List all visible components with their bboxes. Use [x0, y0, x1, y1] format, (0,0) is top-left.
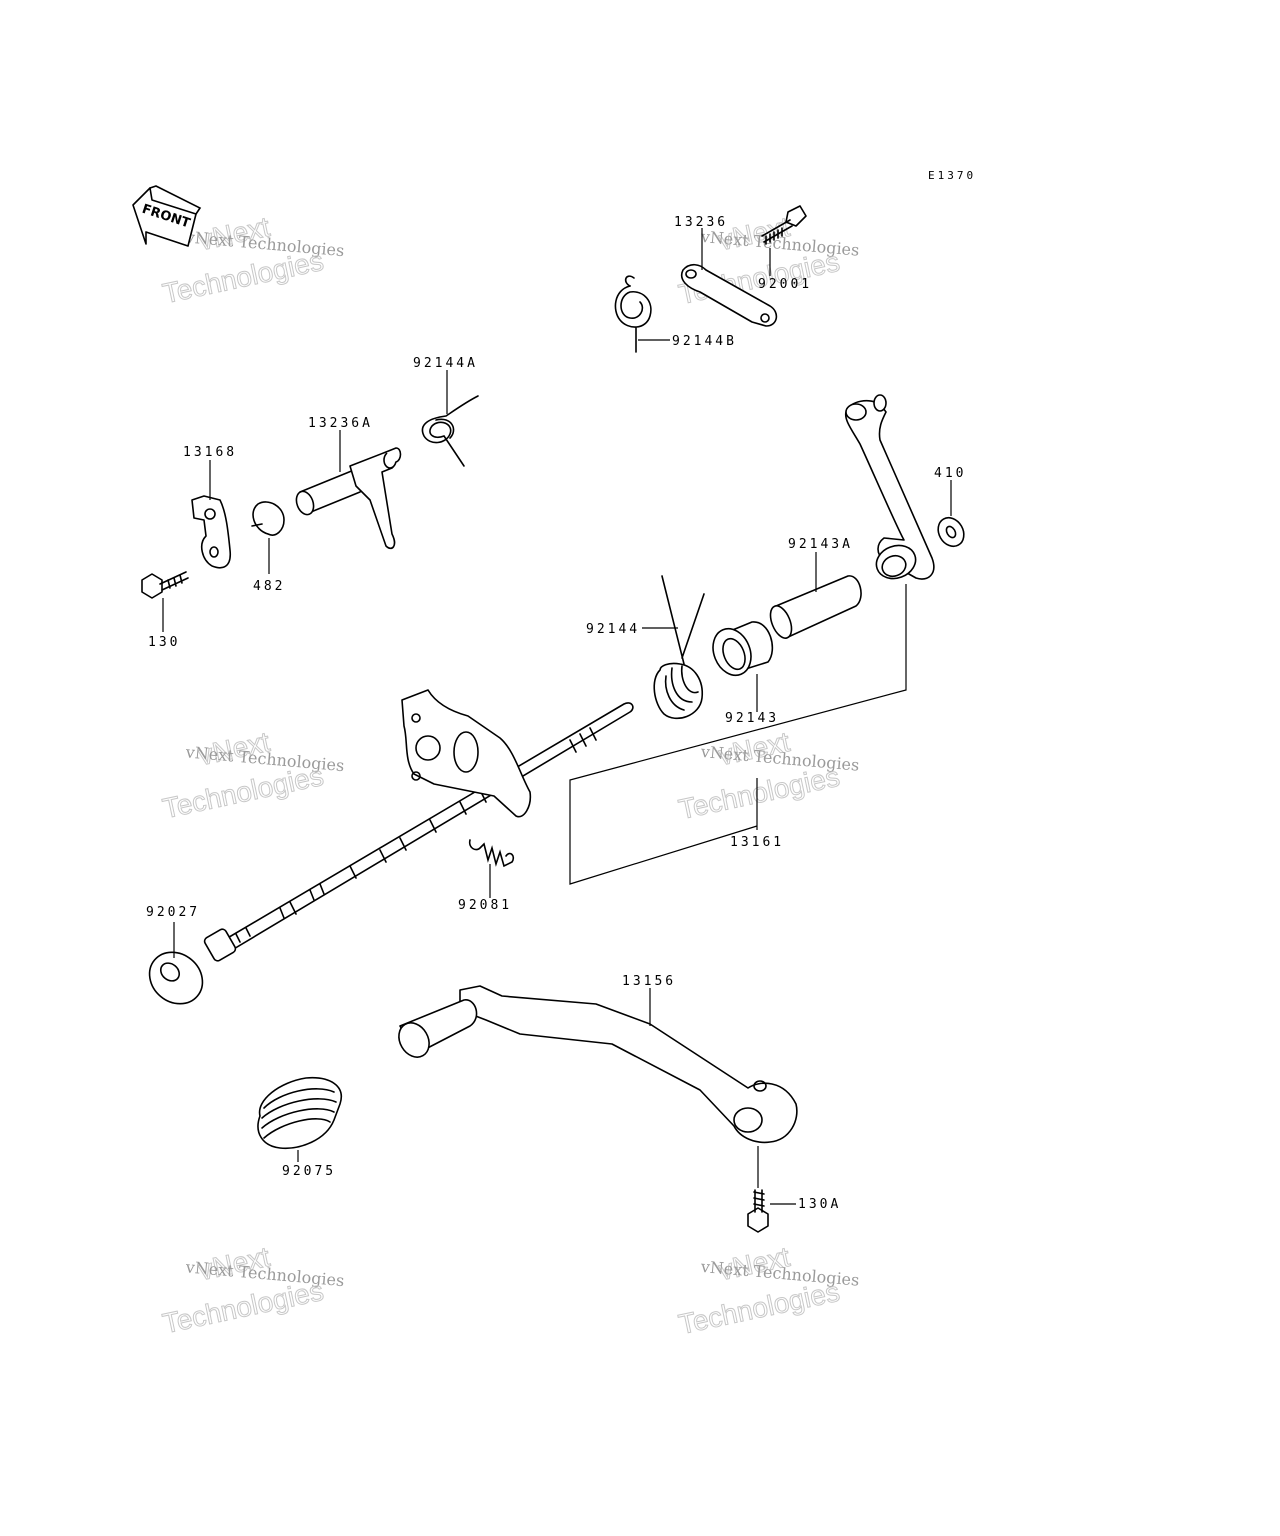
label-13236: 13236: [674, 215, 728, 230]
label-13161: 13161: [730, 835, 784, 850]
label-410: 410: [934, 466, 966, 481]
part-482-circlip: [251, 501, 285, 536]
part-92001-bolt: [761, 205, 807, 245]
label-130: 130: [148, 635, 180, 650]
watermark-bottom-right: vNext vNext Technologies Technologies: [675, 1241, 860, 1341]
watermark-bottom-left: vNext vNext Technologies Technologies: [159, 1241, 345, 1340]
label-482: 482: [253, 579, 285, 594]
label-92081: 92081: [458, 898, 512, 913]
label-92143: 92143: [725, 711, 779, 726]
watermark-line3: Technologies: [160, 245, 326, 309]
label-92144: 92144: [586, 622, 640, 637]
part-92075-rubber: [257, 1077, 343, 1150]
watermark-mid-right: vNext vNext Technologies Technologies: [675, 726, 860, 826]
watermark-line3: Technologies: [676, 761, 842, 825]
label-13168: 13168: [183, 445, 237, 460]
part-410-washer: [937, 516, 965, 548]
part-92143A-collar: [769, 575, 862, 639]
label-130A: 130A: [798, 1197, 841, 1212]
part-shift-arm: [844, 394, 935, 580]
part-13156-pedal: [398, 985, 798, 1144]
part-13236A-shaft: [295, 447, 402, 550]
front-arrow-icon: FRONT: [132, 185, 202, 247]
part-92144A-spring: [421, 395, 479, 467]
label-13156: 13156: [622, 974, 676, 989]
part-13161-shaft: [203, 689, 634, 962]
label-92143A: 92143A: [788, 537, 853, 552]
label-92144A: 92144A: [413, 356, 478, 371]
part-92081-spring: [468, 839, 515, 868]
label-92001: 92001: [758, 277, 812, 292]
label-13236A: 13236A: [308, 416, 373, 431]
watermark-line3: Technologies: [676, 1276, 842, 1340]
diagram-code: E1370: [928, 169, 976, 182]
label-92075: 92075: [282, 1164, 336, 1179]
label-92027: 92027: [146, 905, 200, 920]
part-92144-spring: [653, 575, 705, 720]
part-92027-washer: [148, 951, 204, 1005]
part-92143-bushing: [712, 621, 774, 677]
watermark-line3: Technologies: [160, 760, 326, 824]
part-92144B-spring: [614, 275, 652, 353]
leader-lines: [162, 228, 952, 1205]
watermark-line3: Technologies: [160, 1275, 326, 1339]
label-92144B: 92144B: [672, 334, 737, 349]
part-13236-plate: [681, 263, 778, 327]
part-130A-bolt: [747, 1189, 769, 1233]
part-130-bolt: [141, 571, 189, 599]
part-13168-plate: [191, 495, 232, 569]
watermark-mid-left: vNext vNext Technologies Technologies: [159, 726, 345, 825]
